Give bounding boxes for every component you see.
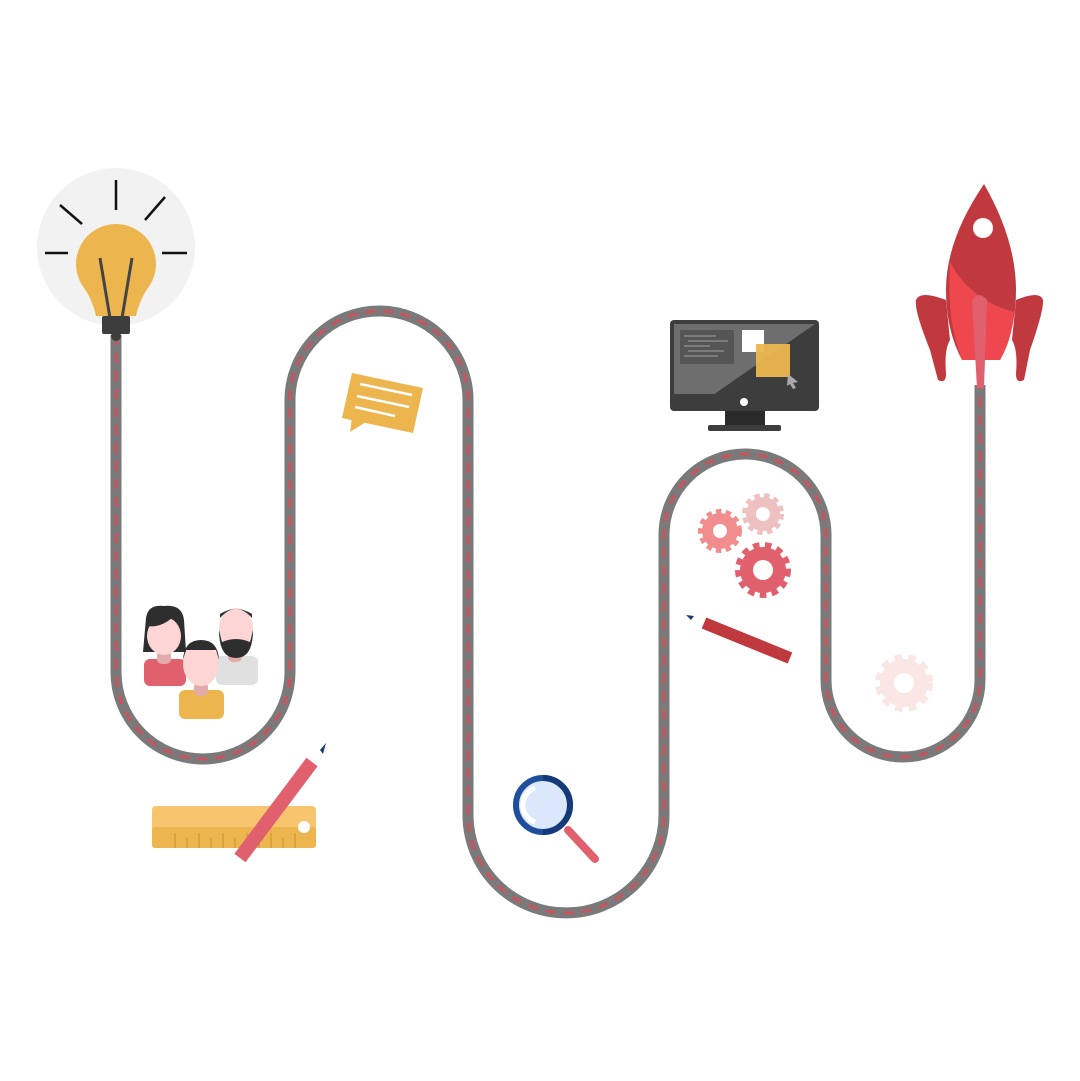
gears-icon	[698, 493, 933, 712]
winding-road	[110, 305, 986, 919]
lightbulb-icon	[37, 168, 195, 341]
ruler-icon	[152, 806, 316, 848]
red-pencil-icon	[686, 615, 793, 664]
rocket-icon	[915, 184, 1044, 388]
team-icon	[143, 605, 258, 719]
magnifier-icon	[513, 775, 599, 863]
chat-bubble-icon	[342, 373, 423, 433]
monitor-icon	[670, 320, 819, 431]
pencil-icon	[234, 743, 326, 863]
